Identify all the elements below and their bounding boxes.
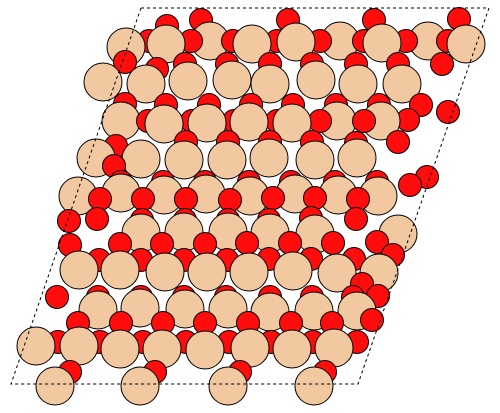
large-atom	[59, 250, 99, 290]
small-atom	[365, 230, 389, 254]
large-atom	[295, 140, 335, 180]
large-atom	[126, 64, 166, 104]
large-atom	[120, 366, 160, 406]
small-atom	[321, 231, 345, 255]
large-atom	[250, 64, 290, 104]
small-atom	[386, 130, 410, 154]
large-atom	[232, 24, 272, 64]
large-atom	[100, 329, 140, 369]
large-atom	[35, 366, 75, 406]
small-atom	[193, 232, 217, 256]
large-atom	[185, 330, 225, 370]
large-atom	[294, 366, 334, 406]
small-atom	[131, 187, 155, 211]
large-atom	[101, 101, 141, 141]
small-atom	[150, 232, 174, 256]
large-atom	[168, 61, 208, 101]
small-atom	[57, 209, 81, 233]
small-atom	[436, 100, 460, 124]
large-atom	[100, 250, 140, 290]
large-atom	[446, 24, 486, 64]
large-atom	[337, 138, 377, 178]
large-atom	[229, 252, 269, 292]
small-atom	[308, 109, 332, 133]
large-atom	[273, 251, 313, 291]
small-atom	[218, 188, 242, 212]
atom-layer	[16, 7, 486, 406]
small-atom	[278, 231, 302, 255]
large-atom	[164, 140, 204, 180]
small-atom	[174, 187, 198, 211]
small-atom	[344, 207, 368, 231]
small-atom	[235, 231, 259, 255]
large-atom	[249, 138, 289, 178]
small-atom	[88, 187, 112, 211]
small-atom	[430, 52, 454, 76]
small-atom	[261, 186, 285, 210]
large-atom	[16, 326, 56, 366]
large-atom	[382, 64, 422, 104]
large-atom	[144, 104, 184, 144]
small-atom	[85, 207, 109, 231]
large-atom	[276, 22, 316, 62]
large-atom	[362, 23, 402, 63]
small-atom	[346, 187, 370, 211]
small-atom	[352, 109, 376, 133]
small-atom	[113, 50, 137, 74]
small-atom	[303, 186, 327, 210]
large-atom	[59, 326, 99, 366]
large-atom	[207, 140, 247, 180]
small-atom	[360, 308, 384, 332]
large-atom	[83, 62, 123, 102]
large-atom	[272, 103, 312, 143]
large-atom	[208, 366, 248, 406]
large-atom	[317, 253, 357, 293]
small-atom	[398, 173, 422, 197]
large-atom	[272, 329, 312, 369]
large-atom	[296, 60, 336, 100]
large-atom	[338, 64, 378, 104]
large-atom	[145, 252, 185, 292]
small-atom	[45, 285, 69, 309]
unit-cell-outline	[10, 7, 490, 385]
large-atom	[229, 102, 269, 142]
large-atom	[187, 252, 227, 292]
large-atom	[187, 103, 227, 143]
large-atom	[212, 60, 252, 100]
